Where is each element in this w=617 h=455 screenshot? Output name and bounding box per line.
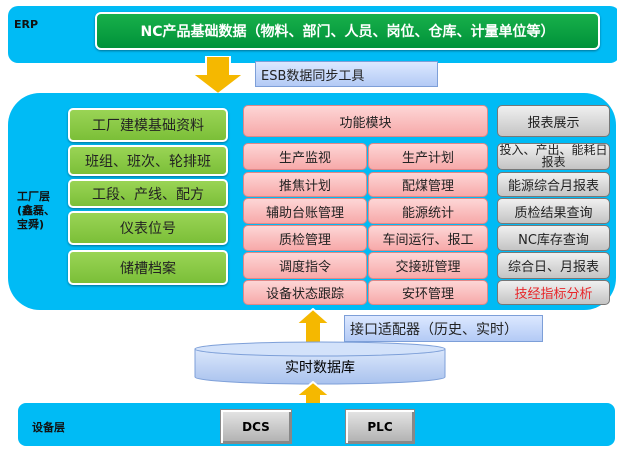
module-item[interactable]: 调度指令 — [243, 252, 367, 279]
up-arrow-icon — [294, 308, 332, 344]
report-item[interactable]: 技经指标分析 — [497, 280, 610, 305]
report-item[interactable]: 投入、产出、能耗日报表 — [497, 143, 610, 170]
module-item[interactable]: 交接班管理 — [368, 252, 488, 279]
module-item[interactable]: 推焦计划 — [243, 172, 367, 197]
module-item[interactable]: 设备状态跟踪 — [243, 280, 367, 305]
factory-label: 工厂层 (鑫磊、 宝舜) — [17, 190, 56, 231]
module-item[interactable]: 配煤管理 — [368, 172, 488, 197]
base-data-item[interactable]: 仪表位号 — [68, 211, 228, 245]
report-item[interactable]: 质检结果查询 — [497, 198, 610, 224]
base-data-item[interactable]: 工厂建模基础资料 — [68, 108, 228, 142]
module-item[interactable]: 能源统计 — [368, 198, 488, 224]
module-item[interactable]: 辅助台账管理 — [243, 198, 367, 224]
module-item[interactable]: 安环管理 — [368, 280, 488, 305]
esb-sync-tool: ESB数据同步工具 — [255, 61, 438, 87]
device-label: 设备层 — [32, 421, 65, 434]
module-item[interactable]: 生产计划 — [368, 143, 488, 170]
report-item[interactable]: 能源综合月报表 — [497, 172, 610, 197]
device-layer — [18, 403, 615, 446]
down-arrow-icon — [190, 56, 246, 96]
module-item[interactable]: 生产监视 — [243, 143, 367, 170]
reports-title: 报表展示 — [497, 105, 610, 137]
base-data-item[interactable]: 工段、产线、配方 — [68, 179, 228, 208]
module-item[interactable]: 车间运行、报工 — [368, 225, 488, 251]
modules-title: 功能模块 — [243, 105, 488, 137]
plc-box[interactable]: PLC — [345, 409, 415, 444]
base-data-item[interactable]: 储槽档案 — [68, 250, 228, 285]
dcs-box[interactable]: DCS — [220, 409, 292, 444]
module-item[interactable]: 质检管理 — [243, 225, 367, 251]
nc-basic-data-box[interactable]: NC产品基础数据（物料、部门、人员、岗位、仓库、计量单位等） — [95, 12, 600, 50]
realtime-database-cylinder — [194, 341, 446, 385]
realtime-database-label: 实时数据库 — [285, 360, 355, 376]
report-item[interactable]: NC库存查询 — [497, 225, 610, 251]
report-item[interactable]: 综合日、月报表 — [497, 252, 610, 279]
interface-adapter: 接口适配器（历史、实时） — [344, 315, 543, 342]
base-data-item[interactable]: 班组、班次、轮排班 — [68, 145, 228, 176]
erp-label: ERP — [14, 18, 39, 31]
